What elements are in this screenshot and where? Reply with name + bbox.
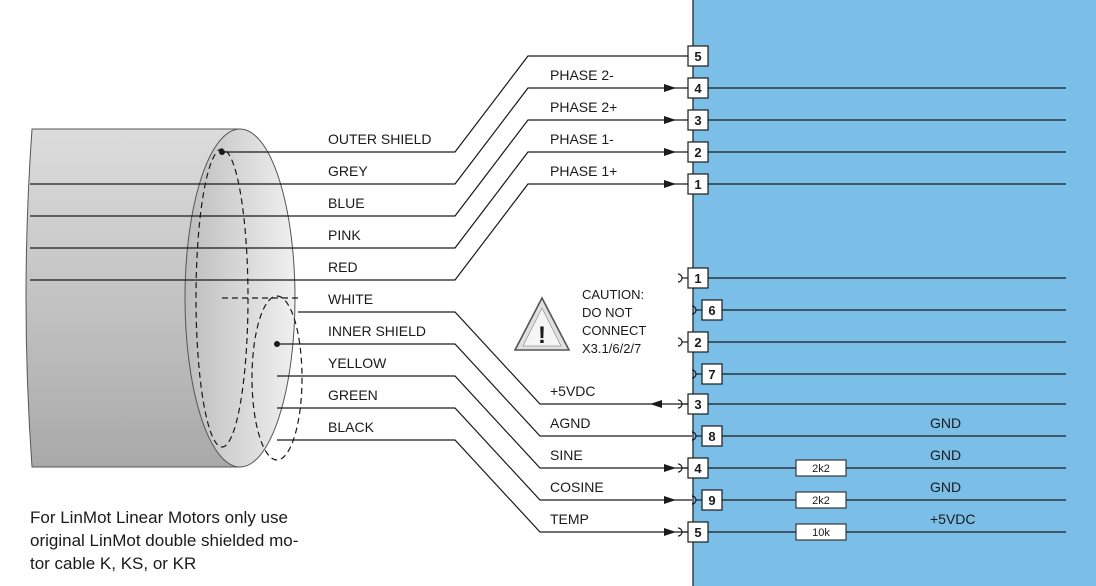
motor-pin-box	[687, 141, 709, 163]
encoder-wire-line	[277, 407, 692, 501]
motor-pin-box	[687, 109, 709, 131]
motor-pin-number: 3	[694, 113, 701, 128]
signal-arrow-icon	[664, 496, 676, 504]
signal-arrow-icon	[664, 180, 676, 188]
encoder-pin-number: 2	[694, 335, 701, 350]
encoder-pin-number: 8	[708, 429, 715, 444]
encoder-wire-line	[277, 375, 692, 469]
motor-wire-line	[30, 183, 688, 281]
motor-pin-number: 4	[694, 81, 702, 96]
motor-wire-line	[30, 119, 688, 217]
resistor-value: 2k2	[812, 495, 830, 507]
phase-signal-label: PHASE 1-	[550, 131, 614, 147]
motor-wire-label: GREY	[328, 163, 368, 179]
motor-pin-number: 5	[694, 49, 701, 64]
encoder-wire-label: YELLOW	[328, 355, 387, 371]
motor-wire-label: OUTER SHIELD	[328, 131, 431, 147]
warning-exclamation: !	[538, 322, 546, 349]
encoder-signal-label: +5VDC	[550, 383, 596, 399]
encoder-wire-line	[277, 439, 692, 533]
encoder-wire-label: WHITE	[328, 291, 373, 307]
signal-arrow-icon	[664, 464, 676, 472]
signal-arrow-icon	[664, 116, 676, 124]
inner-shield-ring	[251, 295, 303, 461]
cable-end-face	[184, 128, 296, 468]
socket-icon	[677, 337, 683, 347]
phase-signal-label: PHASE 2+	[550, 99, 617, 115]
net-label: GND	[930, 415, 961, 431]
encoder-signal-label: TEMP	[550, 511, 589, 527]
phase-signal-label: PHASE 2-	[550, 67, 614, 83]
encoder-wire-label: GREEN	[328, 387, 378, 403]
resistor-value: 2k2	[812, 463, 830, 475]
encoder-signal-label: SINE	[550, 447, 583, 463]
motor-wire-line	[30, 87, 688, 185]
encoder-pin-number: 9	[708, 493, 715, 508]
net-label: GND	[930, 447, 961, 463]
encoder-pin-number: 5	[694, 525, 701, 540]
warning-triangle-inner	[522, 307, 562, 347]
net-label: +5VDC	[930, 511, 976, 527]
encoder-signal-label: COSINE	[550, 479, 604, 495]
encoder-pin-number: 3	[694, 397, 701, 412]
caution-block: ! CAUTION: DO NOT CONNECT X3.1/6/2/7	[513, 287, 646, 356]
motor-wire-label: BLUE	[328, 195, 365, 211]
socket-icon	[677, 273, 683, 283]
cable-body	[25, 128, 241, 468]
signal-arrow-icon	[664, 528, 676, 536]
cable-note: For LinMot Linear Motors only use origin…	[30, 506, 390, 575]
encoder-wire-line	[277, 343, 692, 437]
encoder-pin-number: 1	[694, 271, 701, 286]
motor-wire-label: RED	[328, 259, 358, 275]
phase-signal-label: PHASE 1+	[550, 163, 617, 179]
signal-arrow-icon	[664, 148, 676, 156]
encoder-pin-number: 6	[708, 303, 715, 318]
motor-pin-box	[687, 77, 709, 99]
motor-wire-label: PINK	[328, 227, 361, 243]
motor-wire-line	[222, 55, 688, 153]
motor-cable	[25, 128, 303, 468]
note-line: For LinMot Linear Motors only use	[30, 508, 288, 527]
motor-pin-number: 1	[694, 177, 701, 192]
inner-shield-junction-dot	[274, 341, 280, 347]
caution-line-4: X3.1/6/2/7	[582, 341, 641, 356]
motor-pin-number: 2	[694, 145, 701, 160]
signal-arrow-icon	[664, 84, 676, 92]
caution-line-3: CONNECT	[582, 323, 646, 338]
note-line: original LinMot double shielded mo-	[30, 531, 299, 550]
encoder-pin-number: 4	[694, 461, 702, 476]
encoder-signal-label: AGND	[550, 415, 590, 431]
controller-panel	[693, 0, 1096, 586]
outer-shield-junction-dot	[219, 149, 225, 155]
caution-line-1: CAUTION:	[582, 287, 644, 302]
motor-wire-line	[30, 151, 688, 249]
resistor-value: 10k	[812, 527, 830, 539]
motor-pin-box	[687, 173, 709, 195]
encoder-wire-line	[298, 311, 692, 405]
motor-pin-box	[687, 45, 709, 67]
encoder-pin-number: 7	[708, 367, 715, 382]
encoder-wire-label: BLACK	[328, 419, 375, 435]
note-line: tor cable K, KS, or KR	[30, 554, 197, 573]
net-label: GND	[930, 479, 961, 495]
signal-arrow-icon	[650, 400, 662, 408]
caution-line-2: DO NOT	[582, 305, 633, 320]
encoder-wire-label: INNER SHIELD	[328, 323, 426, 339]
